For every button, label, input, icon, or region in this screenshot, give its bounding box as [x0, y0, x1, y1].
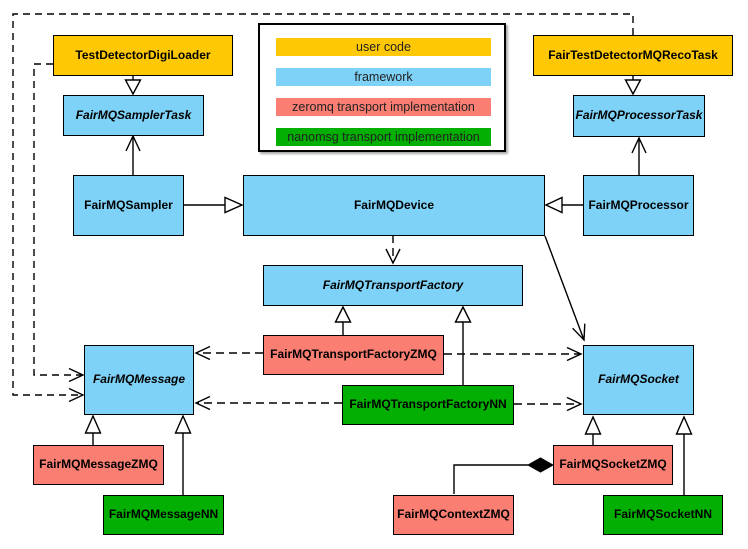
- node-fairmq-sampler-task: FairMQSamplerTask: [63, 95, 204, 136]
- node-fairmq-processor-task: FairMQProcessorTask: [573, 95, 705, 137]
- edge-device-uses-socket: [544, 235, 586, 342]
- legend-label: nanomsg transport implementation: [287, 130, 480, 144]
- edge-processor-extends-device: [544, 196, 583, 214]
- legend-label: zeromq transport implementation: [292, 100, 475, 114]
- node-fairmq-socket: FairMQSocket: [583, 345, 694, 415]
- node-fairmq-context-zmq: FairMQContextZMQ: [393, 495, 514, 535]
- node-fairmq-device: FairMQDevice: [243, 175, 545, 236]
- edge-message-zmq-extends-message: [84, 414, 102, 445]
- edge-digi-loader-extends-sampler-task: [124, 76, 142, 96]
- legend-label: user code: [356, 40, 411, 54]
- legend-item-zeromq: zeromq transport implementation: [276, 98, 491, 116]
- node-fairmq-transport-factory-zmq: FairMQTransportFactoryZMQ: [263, 335, 444, 375]
- legend: user code framework zeromq transport imp…: [258, 23, 506, 152]
- edge-socket-zmq-extends-socket: [584, 415, 602, 445]
- node-test-detector-digi-loader: TestDetectorDigiLoader: [53, 35, 233, 76]
- legend-item-user-code: user code: [276, 38, 491, 56]
- node-fairmq-transport-factory: FairMQTransportFactory: [263, 265, 523, 306]
- node-fairmq-message-zmq: FairMQMessageZMQ: [33, 445, 164, 485]
- edge-transport-factory-zmq-extends-transport-factory: [334, 305, 352, 335]
- node-fairmq-transport-factory-nn: FairMQTransportFactoryNN: [342, 385, 514, 425]
- edge-sampler-uses-sampler-task: [125, 134, 141, 175]
- node-fairmq-message-nn: FairMQMessageNN: [103, 495, 224, 535]
- edge-reco-task-extends-processor-task: [624, 76, 642, 96]
- edge-message-nn-extends-message: [174, 414, 192, 495]
- edge-transport-factory-nn-depends-message: [194, 395, 342, 411]
- edge-processor-uses-processor-task: [631, 136, 647, 175]
- edge-reco-task-depends-message: [12, 13, 634, 403]
- edge-transport-factory-zmq-depends-message: [194, 345, 263, 361]
- edge-sampler-extends-device: [184, 196, 244, 214]
- node-fairmq-socket-zmq: FairMQSocketZMQ: [553, 445, 673, 485]
- edge-socket-zmq-composes-context-zmq: [453, 457, 555, 494]
- node-fairmq-socket-nn: FairMQSocketNN: [603, 495, 723, 535]
- node-fairmq-sampler: FairMQSampler: [73, 175, 184, 236]
- edge-transport-factory-zmq-depends-socket: [444, 346, 583, 362]
- node-fairmq-processor: FairMQProcessor: [583, 175, 694, 236]
- node-fair-test-detector-mq-reco-task: FairTestDetectorMQRecoTask: [533, 35, 733, 76]
- edge-transport-factory-nn-depends-socket: [514, 396, 583, 412]
- legend-item-nanomsg: nanomsg transport implementation: [276, 128, 491, 146]
- edge-socket-nn-extends-socket: [675, 415, 693, 495]
- legend-item-framework: framework: [276, 68, 491, 86]
- edge-digi-loader-depends-message: [33, 63, 85, 383]
- node-fairmq-message: FairMQMessage: [84, 345, 194, 415]
- legend-label: framework: [354, 70, 413, 84]
- edge-transport-factory-nn-extends-transport-factory: [454, 305, 472, 385]
- edge-device-depends-transport-factory: [385, 235, 401, 265]
